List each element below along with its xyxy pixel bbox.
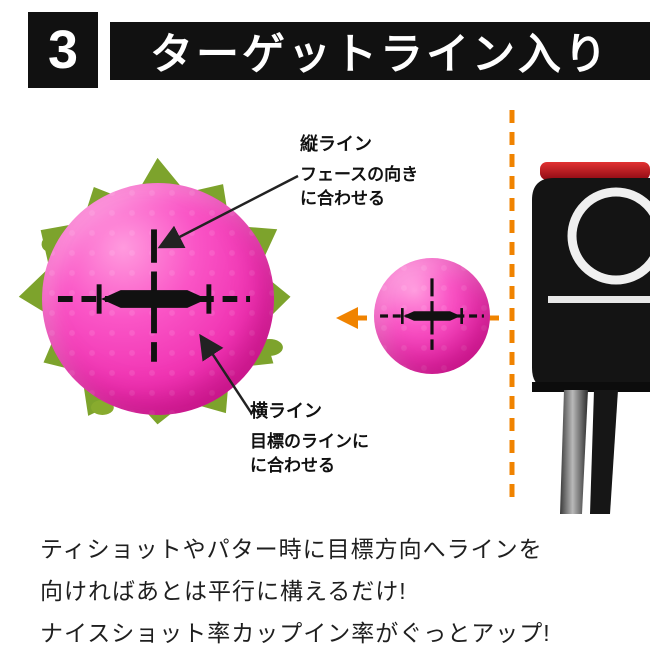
putter-red-top <box>540 162 650 180</box>
callout-horizontal-title: 横ライン <box>250 401 322 421</box>
putter-shaft-shadow <box>590 390 618 514</box>
caption-line-2: 向ければあとは平行に構えるだけ! <box>40 578 407 604</box>
callout-horizontal-line: 横ライン 目標のラインに に合わせる <box>250 397 369 478</box>
target-line-marking-icon <box>379 276 485 356</box>
header-title: ターゲットライン入り <box>110 22 650 80</box>
putter-white-line <box>548 296 650 303</box>
callout-horizontal-desc-2: に合わせる <box>250 456 335 475</box>
putter-shaft <box>560 390 588 514</box>
callout-vertical-desc-1: フェースの向き <box>300 165 419 184</box>
caption: ティショットやパター時に目標方向へラインを 向ければあとは平行に構えるだけ! ナ… <box>40 528 625 654</box>
caption-line-3: ナイスショット率カップイン率がぐっとアップ! <box>40 620 551 646</box>
callout-vertical-line: 縦ライン フェースの向き に合わせる <box>300 130 418 211</box>
golf-ball-small <box>374 258 490 374</box>
header-number: 3 <box>28 12 98 88</box>
alignment-arrow-head-icon <box>336 307 358 329</box>
putter-ring-detail <box>567 187 650 285</box>
putter-image <box>532 162 650 514</box>
callout-horizontal-desc-1: 目標のラインに <box>250 432 369 451</box>
callout-vertical-title: 縦ライン <box>300 134 372 154</box>
caption-line-1: ティショットやパター時に目標方向へラインを <box>40 536 543 562</box>
target-line-marking-icon <box>56 226 252 373</box>
putter-head <box>532 178 650 390</box>
golf-ball-large <box>42 183 274 415</box>
putter-sole <box>532 382 650 392</box>
callout-vertical-desc-2: に合わせる <box>300 189 385 208</box>
illustration: 縦ライン フェースの向き に合わせる 横ライン 目標のラインに に合わせる <box>0 100 650 525</box>
